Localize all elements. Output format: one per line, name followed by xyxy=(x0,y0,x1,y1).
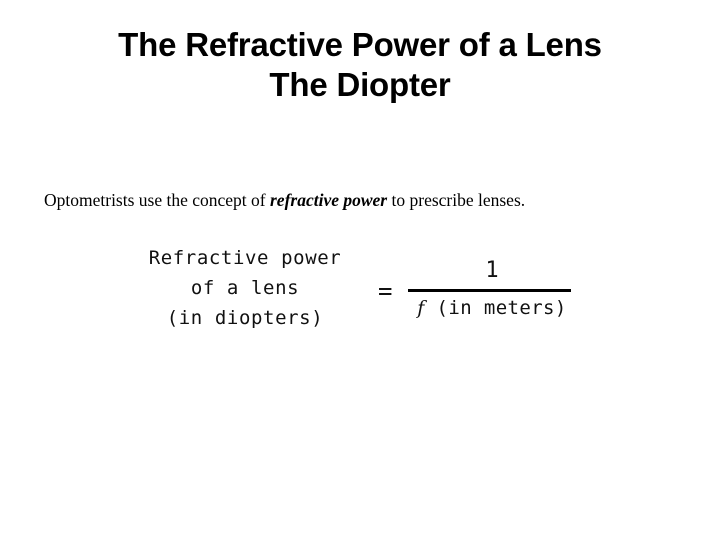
body-text-before: Optometrists use the concept of xyxy=(44,189,270,210)
body-text-after: to prescribe lenses. xyxy=(387,189,526,210)
equals-sign: = xyxy=(378,277,393,305)
focal-length-variable: f xyxy=(417,297,425,319)
equation-left-side: Refractive power of a lens (in diopters) xyxy=(130,243,360,333)
equation-lhs-line-3: (in diopters) xyxy=(166,307,324,329)
page-title-line-2: The Diopter xyxy=(269,66,451,103)
fraction-numerator: 1 xyxy=(485,258,499,283)
page-title-line-1: The Refractive Power of a Lens xyxy=(118,26,602,63)
page-title: The Refractive Power of a Lens The Diopt… xyxy=(0,25,720,105)
fraction-denominator: f (in meters) xyxy=(408,295,576,321)
emphasized-term: refractive power xyxy=(270,189,388,210)
denominator-units: (in meters) xyxy=(424,297,567,319)
equation-lhs-line-2: of a lens xyxy=(190,277,300,299)
fraction-bar xyxy=(408,289,571,292)
equation-right-side-fraction: 1 f (in meters) xyxy=(408,257,576,321)
body-paragraph: Optometrists use the concept of refracti… xyxy=(44,189,648,212)
equation-lhs-line-1: Refractive power xyxy=(148,247,342,269)
body-paragraph-block: Optometrists use the concept of refracti… xyxy=(44,171,648,229)
refractive-power-equation: Refractive power of a lens (in diopters)… xyxy=(110,243,600,355)
